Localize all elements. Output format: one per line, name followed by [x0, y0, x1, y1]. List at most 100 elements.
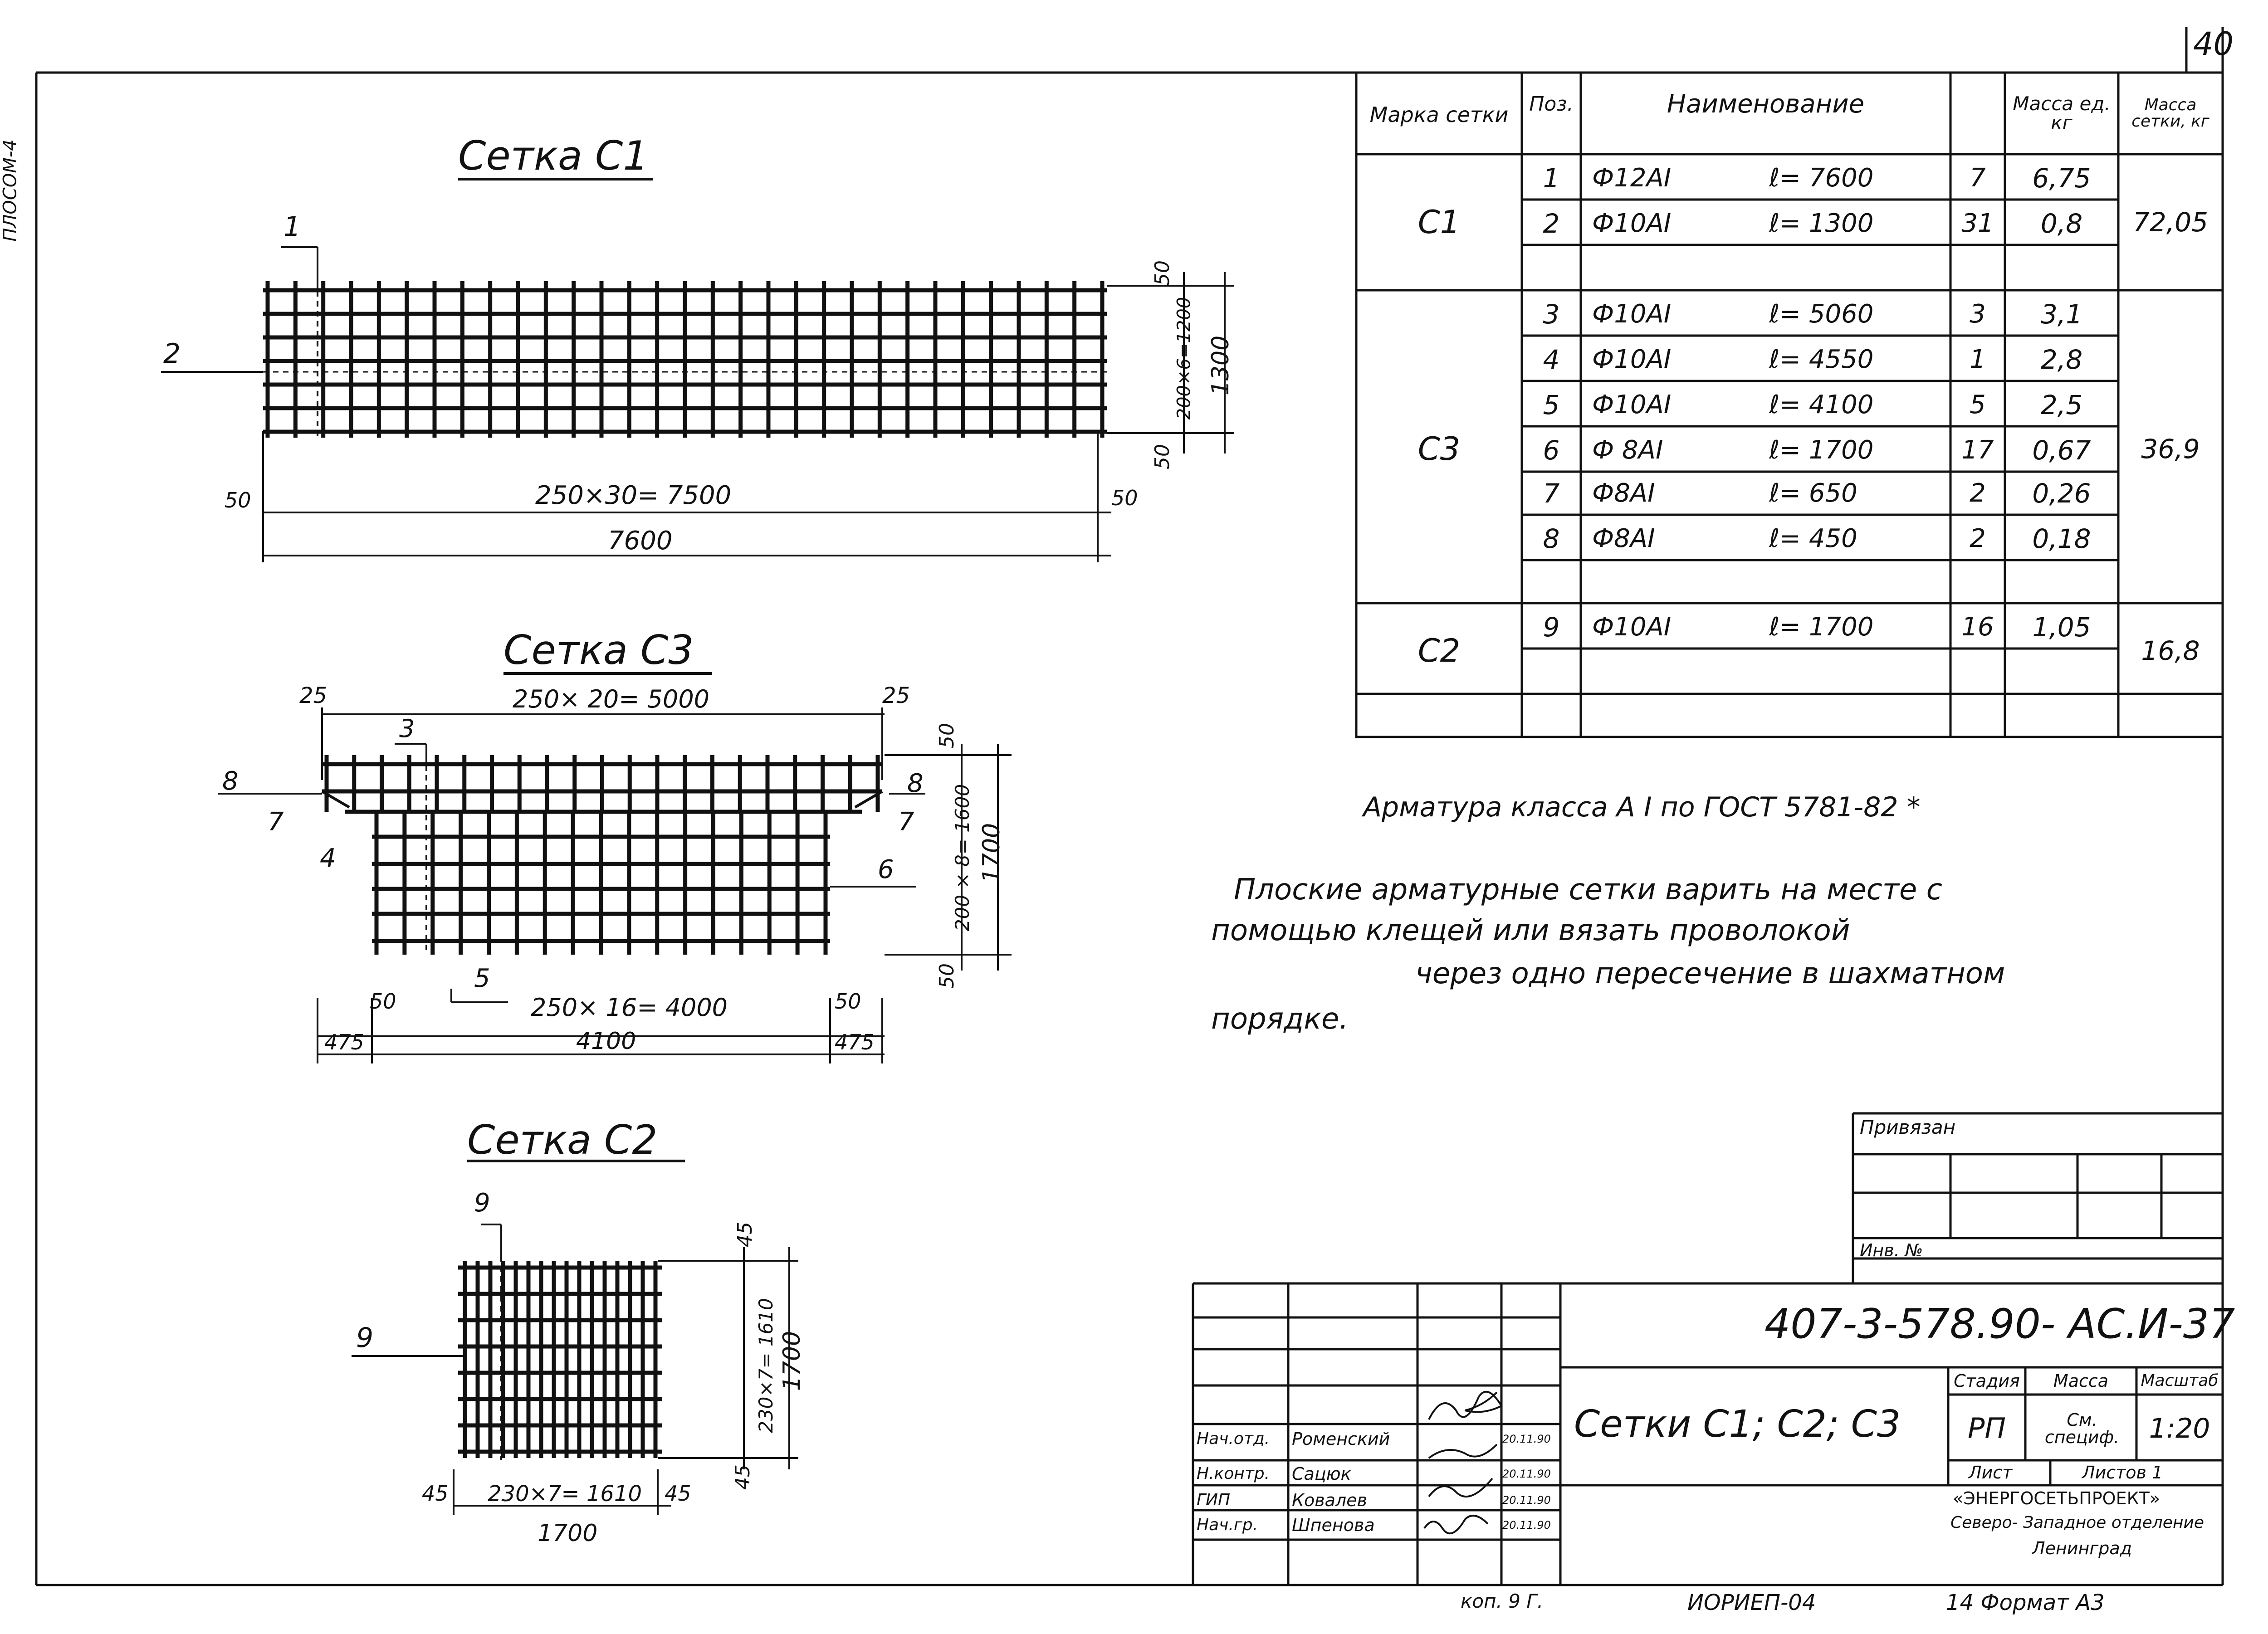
stamp-person-2-role: Н.контр.: [1197, 1464, 1270, 1483]
c3-dim-v-top: 50: [935, 723, 958, 748]
note-line-3: через одно пересечение в шахматном: [1415, 957, 2005, 990]
stamp-privyazan: Привязан: [1860, 1116, 1956, 1138]
c2-dim-v-total: 1700: [778, 1331, 806, 1391]
stamp-person-3-role: ГИП: [1197, 1490, 1231, 1509]
spec-row-8-bar: Ф8АI: [1592, 523, 1655, 553]
c3-pos-5: 5: [474, 964, 490, 993]
note-line-1: Плоские арматурные сетки варить на месте…: [1234, 873, 1942, 907]
stamp-sheets-label: Листов 1: [2082, 1463, 2163, 1483]
stamp-person-2-name: Сацюк: [1292, 1463, 1351, 1484]
c3-dim-top-left: 25: [299, 683, 327, 708]
c3-dim-bl: 50: [370, 989, 396, 1014]
spec-row-2-qty: 31: [1961, 208, 1994, 238]
mesh-c1: [263, 281, 1107, 438]
bottom-note-right: 14 Формат А3: [1946, 1590, 2105, 1615]
c3-pos-8a: 8: [222, 766, 239, 796]
spec-row-9-qty: 16: [1961, 612, 1994, 642]
c3-pos-6: 6: [878, 855, 894, 884]
spec-row-4-qty: 1: [1970, 344, 1986, 374]
c1-pos-1: 1: [284, 211, 301, 243]
spec-row-3-bar: Ф10АI: [1592, 299, 1672, 329]
mesh-c3: [321, 755, 883, 955]
side-code: ПЛОСОМ-4: [0, 139, 21, 242]
spec-row-1-len: ℓ= 7600: [1769, 163, 1874, 193]
c3-pos-8b: 8: [907, 769, 924, 798]
spec-row-4-mass: 2,8: [2040, 344, 2083, 375]
c2-dim-v-top: 45: [733, 1222, 757, 1247]
spec-row-7-len: ℓ= 650: [1769, 478, 1857, 508]
spec-row-7-bar: Ф8АI: [1592, 478, 1655, 508]
c2-dim-right: 45: [665, 1481, 691, 1506]
c2-dim-v-bot: 45: [731, 1464, 754, 1490]
c3-dim-v-total: 1700: [978, 823, 1006, 883]
spec-row-7-pos: 7: [1543, 478, 1560, 509]
stamp-person-4-name: Шпенова: [1292, 1515, 1375, 1535]
header-name: Наименование: [1667, 89, 1865, 119]
group-mark-c2: С2: [1418, 632, 1461, 669]
spec-row-9-bar: Ф10АI: [1592, 612, 1672, 642]
c3-pos-7a: 7: [268, 807, 284, 837]
stamp-inv-no: Инв. №: [1860, 1240, 1923, 1260]
stamp-title: Сетки С1; С2; С3: [1574, 1403, 1901, 1446]
header-pos: Поз.: [1529, 93, 1574, 116]
stamp-org-2: Северо- Западное отделение: [1950, 1513, 2204, 1532]
c3-pos-4: 4: [320, 844, 336, 873]
spec-row-3-len: ℓ= 5060: [1769, 299, 1874, 329]
spec-row-1-bar: Ф12АI: [1592, 163, 1672, 193]
stamp-person-4-date: 20.11.90: [1502, 1518, 1551, 1532]
c3-dim-br: 50: [835, 989, 861, 1014]
c2-dim-left: 45: [422, 1481, 449, 1506]
stamp-mass: См. специф.: [2044, 1410, 2120, 1447]
c3-dim-475-left: 475: [324, 1030, 364, 1054]
stamp-org-3: Ленинград: [2032, 1538, 2132, 1558]
c1-dim-left: 50: [225, 488, 251, 512]
c3-dim-top-right: 25: [882, 683, 910, 708]
c3-pos-3: 3: [399, 714, 415, 743]
c3-dim-v-mid: 200 × 8= 1600: [951, 784, 974, 932]
stamp-org-1: «ЭНЕРГОСЕТЬПРОЕКТ»: [1953, 1488, 2160, 1508]
group-total-c3: 36,9: [2141, 434, 2200, 464]
group-total-c2: 16,8: [2141, 635, 2200, 666]
spec-row-3-mass: 3,1: [2040, 298, 2083, 330]
c2-dim-total: 1700: [538, 1520, 598, 1547]
spec-row-4-pos: 4: [1543, 344, 1560, 375]
c1-dim-v-total: 1300: [1207, 335, 1235, 396]
mesh-c2: [458, 1256, 662, 1460]
spec-row-6-mass: 0,67: [2032, 434, 2091, 466]
page-number: 40: [2193, 25, 2234, 63]
stamp-stage: РП: [1967, 1412, 2006, 1445]
c3-pos-7b: 7: [898, 807, 914, 837]
spec-row-6-qty: 17: [1961, 435, 1994, 465]
c1-pos-2: 2: [163, 338, 181, 370]
spec-row-8-mass: 0,18: [2032, 523, 2091, 554]
stamp-doc-code: 407-3-578.90- АС.И-37: [1765, 1300, 2235, 1348]
spec-row-4-bar: Ф10АI: [1592, 344, 1672, 374]
c3-dim-4100: 4100: [576, 1028, 636, 1055]
spec-row-9-pos: 9: [1543, 611, 1560, 643]
spec-row-2-len: ℓ= 1300: [1769, 208, 1874, 238]
note-line-2: помощью клещей или вязать проволокой: [1211, 914, 1850, 947]
stamp-stage-label: Стадия: [1954, 1371, 2020, 1391]
stamp-person-2-date: 20.11.90: [1502, 1467, 1551, 1480]
group-total-c1: 72,05: [2132, 207, 2209, 238]
spec-row-2-mass: 0,8: [2040, 208, 2083, 239]
spec-row-3-qty: 3: [1970, 299, 1986, 329]
spec-row-5-len: ℓ= 4100: [1769, 390, 1874, 419]
stamp-person-1-date: 20.11.90: [1502, 1432, 1551, 1445]
spec-row-9-len: ℓ= 1700: [1769, 612, 1874, 642]
stamp-scale: 1:20: [2149, 1413, 2210, 1444]
c2-pos-9a: 9: [474, 1188, 490, 1218]
bottom-note-left: коп. 9 Г.: [1461, 1590, 1544, 1612]
header-qty: [1950, 77, 2005, 152]
group-mark-c3: С3: [1418, 430, 1461, 468]
spec-row-6-len: ℓ= 1700: [1769, 435, 1874, 465]
group-mark-c1: С1: [1418, 204, 1461, 241]
spec-row-4-len: ℓ= 4550: [1769, 344, 1874, 374]
c1-dim-span: 250×30= 7500: [535, 481, 732, 510]
header-mass-unit: Масса ед. кг: [2013, 93, 2111, 134]
stamp-person-3-name: Ковалев: [1292, 1490, 1367, 1510]
spec-row-5-mass: 2,5: [2040, 389, 2083, 420]
c3-dim-475-right: 475: [835, 1030, 875, 1054]
c1-dim-v-top: 50: [1151, 260, 1174, 286]
header-mark: Марка сетки: [1369, 102, 1509, 127]
